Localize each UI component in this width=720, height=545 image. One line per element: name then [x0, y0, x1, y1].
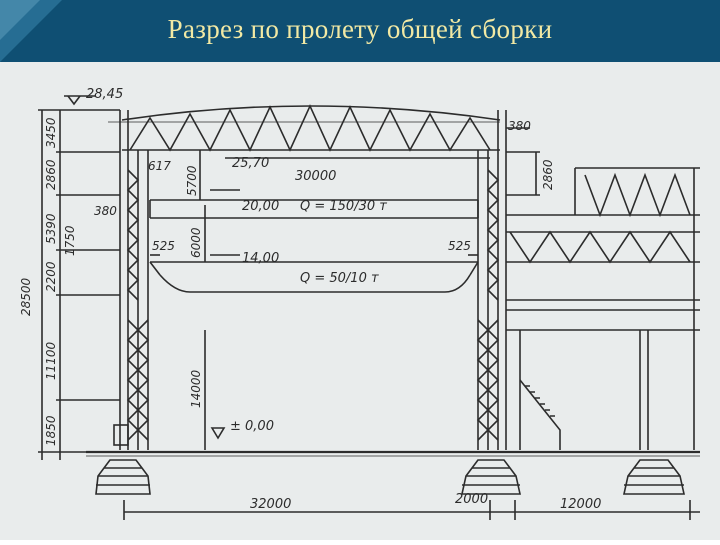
floor-line — [86, 450, 700, 457]
dim-bottom-gap: 2000 — [455, 492, 488, 507]
title-bar: Разрез по пролету общей сборки — [0, 0, 720, 62]
dim-bottom-main: 32000 — [250, 497, 291, 512]
dim-right-2860: 2860 — [541, 159, 555, 190]
ground-elevation-marker — [210, 427, 226, 440]
building-section-drawing: 28,45 25,70 20,00 14,00 ± 0,00 Q = 150/3… — [19, 87, 700, 520]
dim-left-3450: 3450 — [44, 117, 58, 148]
right-column — [476, 110, 507, 450]
foundations — [95, 459, 685, 495]
roof-truss — [108, 104, 501, 152]
adjacent-bay — [506, 167, 700, 450]
crane-upper-capacity: Q = 150/30 т — [300, 199, 387, 214]
elev-top: 28,45 — [86, 87, 123, 102]
drawing-area: 28,45 25,70 20,00 14,00 ± 0,00 Q = 150/3… — [0, 62, 720, 540]
dim-left-5390: 5390 — [44, 213, 58, 244]
elev-crane-lower: 14,00 — [242, 251, 279, 266]
dim-left-1850: 1850 — [44, 415, 58, 446]
elev-crane-upper: 20,00 — [242, 199, 279, 214]
dim-left-2860: 2860 — [44, 159, 58, 190]
dim-380-left: 380 — [94, 204, 117, 218]
dim-left-1750: 1750 — [63, 225, 77, 256]
dim-617: 617 — [148, 159, 171, 173]
right-top-dimension — [506, 127, 540, 196]
dim-525-right: 525 — [448, 239, 471, 253]
elev-ground: ± 0,00 — [230, 419, 274, 434]
dim-left-11100: 11100 — [44, 341, 58, 380]
dim-left-total: 28500 — [19, 277, 33, 316]
dim-left-2200: 2200 — [44, 261, 58, 292]
dim-truss-height: 5700 — [185, 165, 199, 196]
elev-lower-chord: 25,70 — [232, 156, 269, 171]
crane-lower-capacity: Q = 50/10 т — [300, 271, 379, 286]
drawing-labels: 28,45 25,70 20,00 14,00 ± 0,00 Q = 150/3… — [19, 87, 601, 512]
dim-bottom-adjacent: 12000 — [560, 497, 601, 512]
left-column — [113, 110, 150, 450]
dim-380-right: 380 — [508, 119, 531, 133]
bottom-dimension-chain — [123, 500, 700, 520]
title-corner-accent-light — [0, 0, 40, 40]
dim-525-left: 525 — [152, 239, 175, 253]
dim-truss-span: 30000 — [295, 169, 336, 184]
left-dimension-chain — [38, 95, 120, 460]
slide-title: Разрез по пролету общей сборки — [167, 14, 553, 44]
dim-crane-gap: 6000 — [189, 227, 203, 258]
title-corner-accent — [0, 0, 62, 62]
inner-dimension-lines — [150, 150, 490, 450]
dim-column-height: 14000 — [189, 369, 203, 408]
